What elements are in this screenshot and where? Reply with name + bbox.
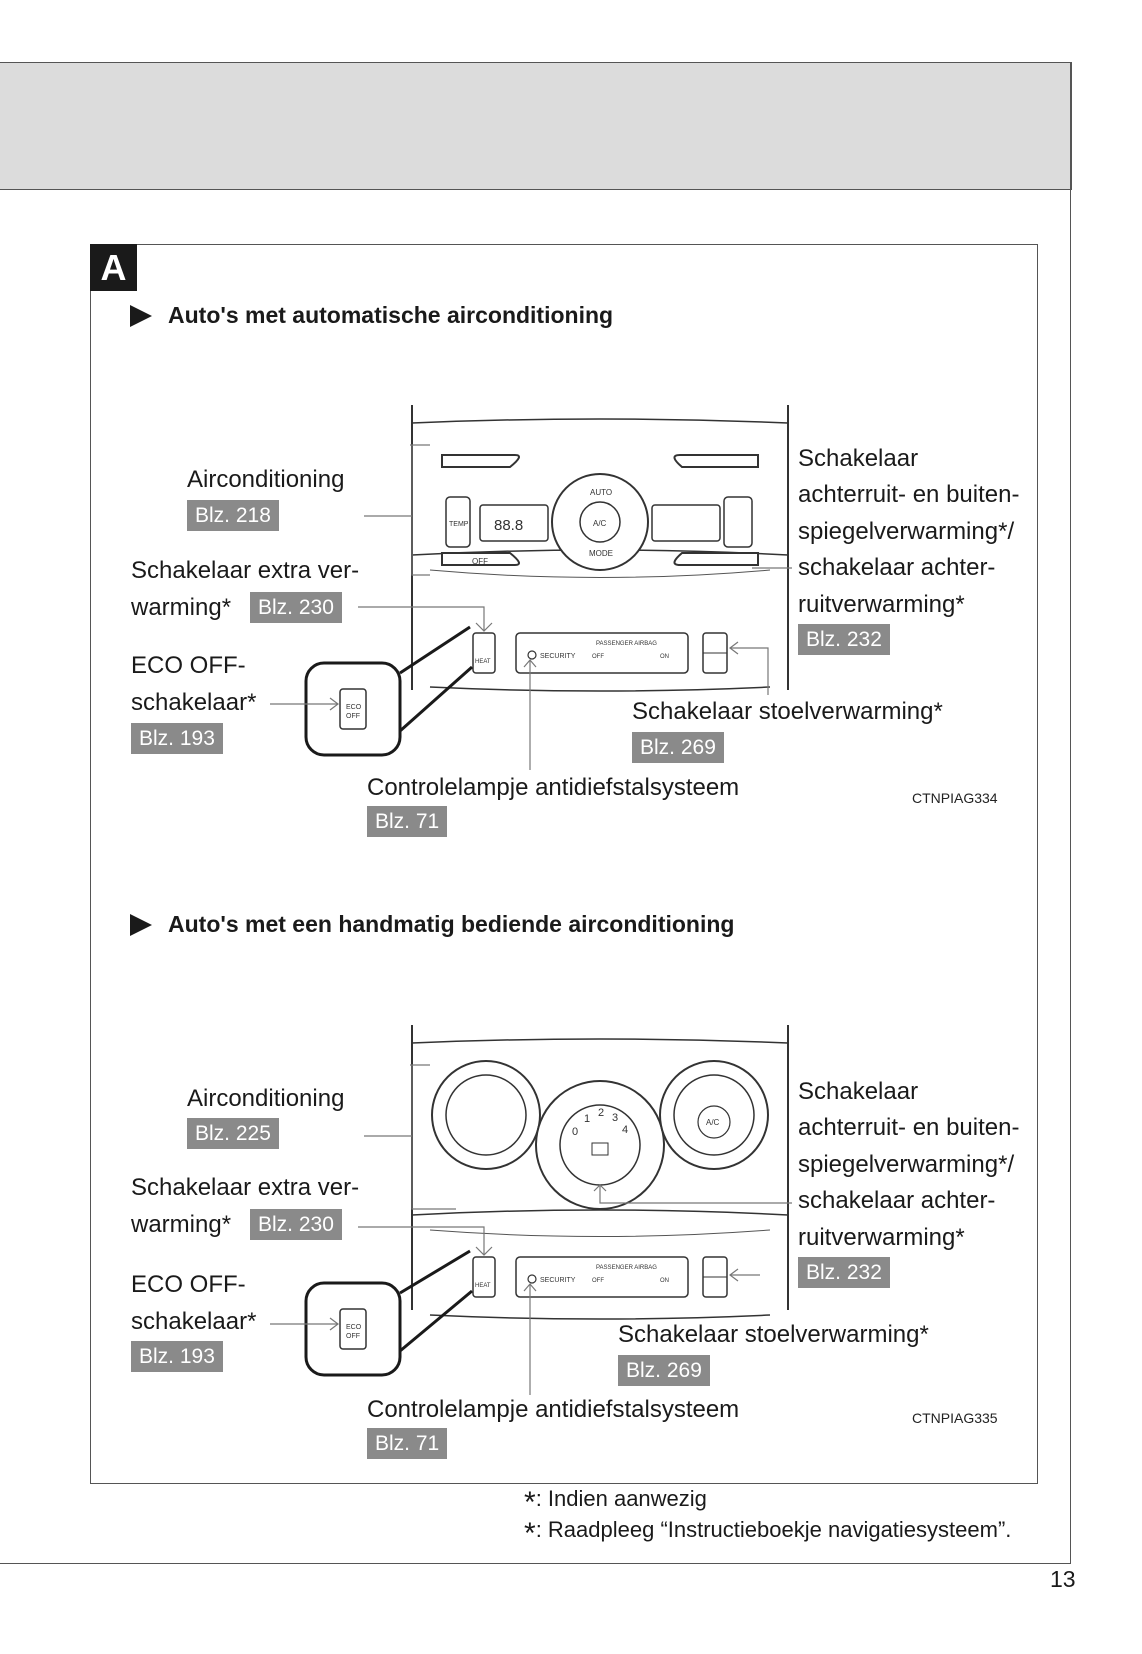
svg-text:SECURITY: SECURITY xyxy=(540,1277,576,1284)
page-ref-airconditioning-manual: Blz. 225 xyxy=(187,1118,279,1149)
section-heading-manual: Auto's met een handmatig bediende aircon… xyxy=(130,911,734,938)
svg-text:3: 3 xyxy=(612,1112,618,1124)
svg-text:MODE: MODE xyxy=(589,549,613,558)
figure-code-auto: CTNPIAG334 xyxy=(912,790,998,806)
svg-text:2: 2 xyxy=(598,1107,604,1119)
triangle-bullet-icon xyxy=(130,914,152,936)
label-defog-manual-2: achterruit- en buiten- xyxy=(798,1114,1020,1141)
page-ref-defog-manual: Blz. 232 xyxy=(798,1257,890,1288)
label-extra-heating-auto: Schakelaar extra ver- xyxy=(131,557,360,584)
manual-climate-panel-illustration: 0 1 2 3 4 A/C HEAT SECURITY PASSENGER AI… xyxy=(270,1025,792,1395)
svg-text:SECURITY: SECURITY xyxy=(540,653,576,660)
svg-text:ON: ON xyxy=(660,654,669,660)
label-airconditioning-manual: Airconditioning xyxy=(187,1085,345,1112)
label-extra-heating-manual: Schakelaar extra ver- xyxy=(131,1174,360,1201)
svg-text:ECO: ECO xyxy=(346,704,362,711)
label-defog-manual-5: ruitverwarming* xyxy=(798,1224,965,1251)
label-eco-off-auto-2: schakelaar* xyxy=(131,689,257,716)
label-defog-manual-3: spiegelverwarming*/ xyxy=(798,1151,1015,1178)
triangle-bullet-icon xyxy=(130,305,152,327)
bottom-rule xyxy=(0,1563,1071,1564)
svg-text:OFF: OFF xyxy=(592,1278,604,1284)
label-seat-heating-manual: Schakelaar stoelverwarming* xyxy=(618,1321,929,1348)
svg-text:ON: ON xyxy=(660,1278,669,1284)
right-rule xyxy=(1070,62,1071,1563)
label-extra-heating-manual-2: warming* xyxy=(131,1211,232,1238)
page-ref-eco-off-manual: Blz. 193 xyxy=(131,1341,223,1372)
svg-text:OFF: OFF xyxy=(346,1333,360,1340)
svg-text:OFF: OFF xyxy=(472,557,488,566)
label-security-auto: Controlelampje antidiefstalsysteem xyxy=(367,774,740,801)
page-ref-security-manual: Blz. 71 xyxy=(367,1428,448,1459)
label-defog-auto-4: schakelaar achter- xyxy=(798,554,996,581)
label-seat-heating-auto: Schakelaar stoelverwarming* xyxy=(632,698,943,725)
label-security-manual: Controlelampje antidiefstalsysteem xyxy=(367,1396,740,1423)
label-defog-auto-1: Schakelaar xyxy=(798,445,919,472)
svg-text:PASSENGER AIRBAG: PASSENGER AIRBAG xyxy=(596,1265,657,1271)
svg-text:OFF: OFF xyxy=(592,654,604,660)
page-ref-security-auto: Blz. 71 xyxy=(367,806,448,837)
svg-text:HEAT: HEAT xyxy=(475,659,491,665)
page-number: 13 xyxy=(1050,1566,1076,1592)
label-eco-off-manual-2: schakelaar* xyxy=(131,1308,257,1335)
label-defog-manual-1: Schakelaar xyxy=(798,1078,919,1105)
svg-text:AUTO: AUTO xyxy=(590,488,612,497)
label-extra-heating-auto-2: warming* xyxy=(131,594,232,621)
content-frame xyxy=(90,244,1038,1484)
label-airconditioning-auto: Airconditioning xyxy=(187,466,345,493)
automatic-climate-panel-illustration: OFF TEMP 88.8 AUTO A/C MODE HEAT SECURIT… xyxy=(270,405,792,770)
label-defog-auto-3: spiegelverwarming*/ xyxy=(798,518,1015,545)
page-ref-extra-heating-manual: Blz. 230 xyxy=(250,1209,342,1240)
page-ref-seat-heating-auto: Blz. 269 xyxy=(632,732,724,763)
label-defog-manual-4: schakelaar achter- xyxy=(798,1187,996,1214)
svg-text:A/C: A/C xyxy=(706,1118,720,1127)
label-defog-auto-5: ruitverwarming* xyxy=(798,591,965,618)
svg-text:88.8: 88.8 xyxy=(494,517,523,534)
svg-text:PASSENGER AIRBAG: PASSENGER AIRBAG xyxy=(596,641,657,647)
figure-code-manual: CTNPIAG335 xyxy=(912,1410,998,1426)
page-ref-eco-off-auto: Blz. 193 xyxy=(131,723,223,754)
section-heading-automatic: Auto's met automatische airconditioning xyxy=(130,302,613,329)
svg-text:4: 4 xyxy=(622,1124,628,1136)
page-ref-extra-heating-auto: Blz. 230 xyxy=(250,592,342,623)
section-badge: A xyxy=(90,244,137,291)
svg-text:OFF: OFF xyxy=(346,713,360,720)
page-ref-defog-auto: Blz. 232 xyxy=(798,624,890,655)
footnote-if-present: *: Indien aanwezig xyxy=(524,1486,707,1519)
svg-text:HEAT: HEAT xyxy=(475,1283,491,1289)
label-eco-off-auto: ECO OFF- xyxy=(131,652,246,679)
footnote-navigation: *: Raadpleeg “Instructieboekje navigatie… xyxy=(524,1517,1012,1550)
svg-text:0: 0 xyxy=(572,1126,578,1138)
label-eco-off-manual: ECO OFF- xyxy=(131,1271,246,1298)
page-ref-seat-heating-manual: Blz. 269 xyxy=(618,1355,710,1386)
page-ref-airconditioning-auto: Blz. 218 xyxy=(187,500,279,531)
svg-text:TEMP: TEMP xyxy=(449,521,469,528)
label-defog-auto-2: achterruit- en buiten- xyxy=(798,481,1020,508)
svg-text:A/C: A/C xyxy=(593,519,607,528)
svg-text:1: 1 xyxy=(584,1113,590,1125)
svg-text:ECO: ECO xyxy=(346,1324,362,1331)
header-band xyxy=(0,62,1072,190)
